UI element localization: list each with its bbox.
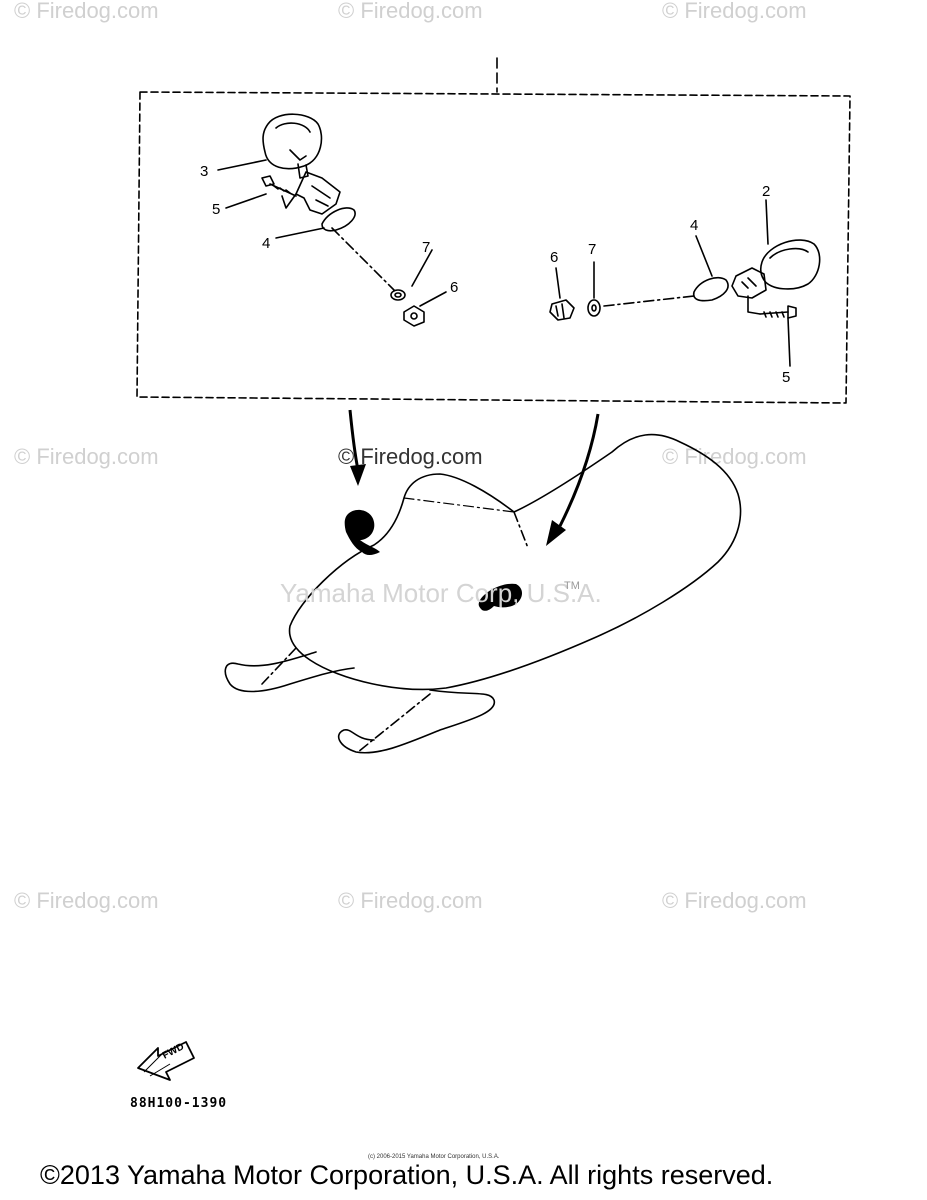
diagram-code: 88H100-1390 [130,1096,228,1111]
left-mirror-bracket [281,171,341,215]
right-nut [549,299,575,321]
right-bolt [747,295,797,319]
left-bolt [261,175,297,197]
arrow-left [348,409,366,486]
left-mirror-silhouette [344,509,380,555]
right-washer-plate [692,276,729,302]
watermark-top-center: © Firedog.com [338,0,483,23]
arrow-right [546,413,600,546]
callout-5-left: 5 [212,201,221,218]
right-mirror-silhouette [478,583,522,611]
callout-6-right: 6 [550,249,559,266]
right-mirror [759,239,821,290]
callout-5-right: 5 [782,369,791,386]
callout-6-left: 6 [450,279,459,296]
left-washer [390,289,406,301]
footer-copyright: ©2013 Yamaha Motor Corporation, U.S.A. A… [40,1160,774,1190]
watermark-mid-left: © Firedog.com [14,444,159,469]
left-mirror [262,113,323,179]
watermark-mid-right: © Firedog.com [662,444,807,469]
watermark-trademark: Yamaha Motor Corp, U.S.A. [280,578,602,608]
watermark-low-right: © Firedog.com [662,888,807,913]
right-mirror-bracket [731,267,767,299]
callout-4-left: 4 [262,235,271,252]
callout-7-left: 7 [422,239,431,256]
left-washer-plate [321,207,356,232]
watermark-tm: TM [564,580,580,592]
watermark-low-left: © Firedog.com [14,888,159,913]
small-copyright: (c) 2006-2015 Yamaha Motor Corporation, … [368,1154,500,1160]
assembly-box [136,91,851,404]
right-washer [587,299,601,317]
fwd-arrow-icon [137,1041,195,1081]
watermark-top-right: © Firedog.com [662,0,807,23]
callout-7-right: 7 [588,241,597,258]
watermark-low-center: © Firedog.com [338,888,483,913]
callout-2: 2 [762,183,771,200]
callout-4-right: 4 [690,217,699,234]
callout-3: 3 [200,163,209,180]
left-nut [403,305,425,327]
watermark-top-left: © Firedog.com [14,0,159,23]
snowmobile-outline [224,433,742,754]
